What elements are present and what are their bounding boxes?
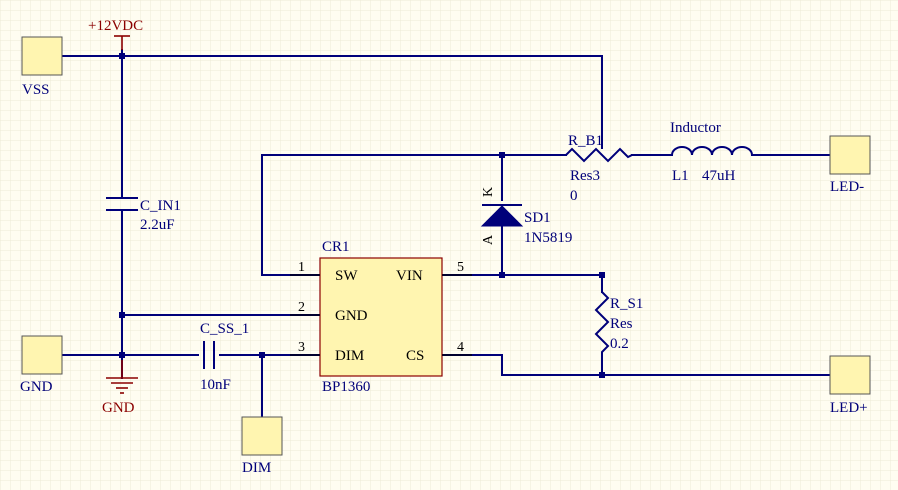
ic-cr1-body — [319, 257, 443, 377]
port-dim-label: DIM — [242, 460, 271, 476]
ic-part-number: BP1360 — [322, 379, 370, 395]
port-gnd-label: GND — [20, 379, 53, 395]
ic-pin4-number: 4 — [457, 340, 464, 355]
diode-cathode-label: K — [481, 187, 496, 197]
r-b1-type: Res3 — [570, 168, 600, 184]
port-dim: DIM — [241, 416, 283, 476]
ic-pin5-number: 5 — [457, 260, 464, 275]
ic-pin5-name: VIN — [396, 268, 423, 284]
vcc-label: +12VDC — [88, 18, 143, 34]
wire-vss-to-rb1 — [61, 55, 603, 149]
diode-sd1: K A SD1 1N5819 — [480, 187, 572, 246]
ic-pin1-number: 1 — [298, 260, 305, 275]
inductor-designator: L1 — [672, 168, 689, 184]
inductor-value: 47uH — [702, 168, 736, 184]
r-b1-designator: R_B1 — [568, 133, 603, 149]
sd1-part-number: 1N5819 — [524, 230, 572, 246]
diode-sd1-triangle — [480, 205, 524, 227]
r-s1-value: 0.2 — [610, 336, 629, 352]
c-in1-value: 2.2uF — [140, 217, 175, 233]
ic-pin2-number: 2 — [298, 300, 305, 315]
port-vss: VSS — [21, 36, 63, 98]
junction-rs1-ledplus — [599, 372, 605, 378]
vcc-power-symbol: +12VDC — [88, 18, 143, 50]
junction-vin-rs1 — [599, 272, 605, 278]
junction-ic-gnd — [119, 312, 125, 318]
port-led-minus: LED- — [829, 135, 871, 195]
wires — [61, 49, 831, 418]
r-s1-designator: R_S1 — [610, 296, 643, 312]
ic-cr1: 1 2 3 5 4 SW GND DIM VIN CS CR1 BP1360 — [290, 239, 472, 395]
junctions — [119, 53, 605, 378]
resistor-r-s1: R_S1 Res 0.2 — [594, 291, 643, 356]
ic-designator: CR1 — [322, 239, 350, 255]
port-led-plus: LED+ — [829, 355, 871, 416]
junction-gnd — [119, 352, 125, 358]
gnd-symbol-label: GND — [102, 400, 135, 416]
capacitor-c-in1: C_IN1 2.2uF — [106, 197, 181, 233]
port-led-minus-label: LED- — [830, 179, 864, 195]
gnd-power-symbol: GND — [102, 360, 138, 416]
r-b1-value: 0 — [570, 188, 578, 204]
resistor-r-b1: R_B1 Res3 0 — [565, 133, 633, 204]
port-vss-label: VSS — [22, 82, 50, 98]
ic-pin3-number: 3 — [298, 340, 305, 355]
junction-vin-diode — [499, 272, 505, 278]
c-ss-1-designator: C_SS_1 — [200, 321, 249, 337]
capacitor-c-ss-1: C_SS_1 10nF — [200, 321, 249, 393]
ic-pin3-name: DIM — [335, 348, 364, 364]
r-s1-type: Res — [610, 316, 633, 332]
junction-dim — [259, 352, 265, 358]
junction-vss — [119, 53, 125, 59]
inductor-l1: Inductor L1 47uH — [670, 120, 753, 184]
port-gnd: GND — [20, 335, 63, 395]
c-ss-1-value: 10nF — [200, 377, 231, 393]
diode-anode-label: A — [481, 234, 496, 245]
ic-pin1-name: SW — [335, 268, 358, 284]
inductor-comment: Inductor — [670, 120, 721, 136]
c-in1-designator: C_IN1 — [140, 198, 181, 214]
junction-sw — [499, 152, 505, 158]
ic-pin2-name: GND — [335, 308, 368, 324]
sd1-designator: SD1 — [524, 210, 551, 226]
port-led-plus-label: LED+ — [830, 400, 868, 416]
ic-pin4-name: CS — [406, 348, 424, 364]
